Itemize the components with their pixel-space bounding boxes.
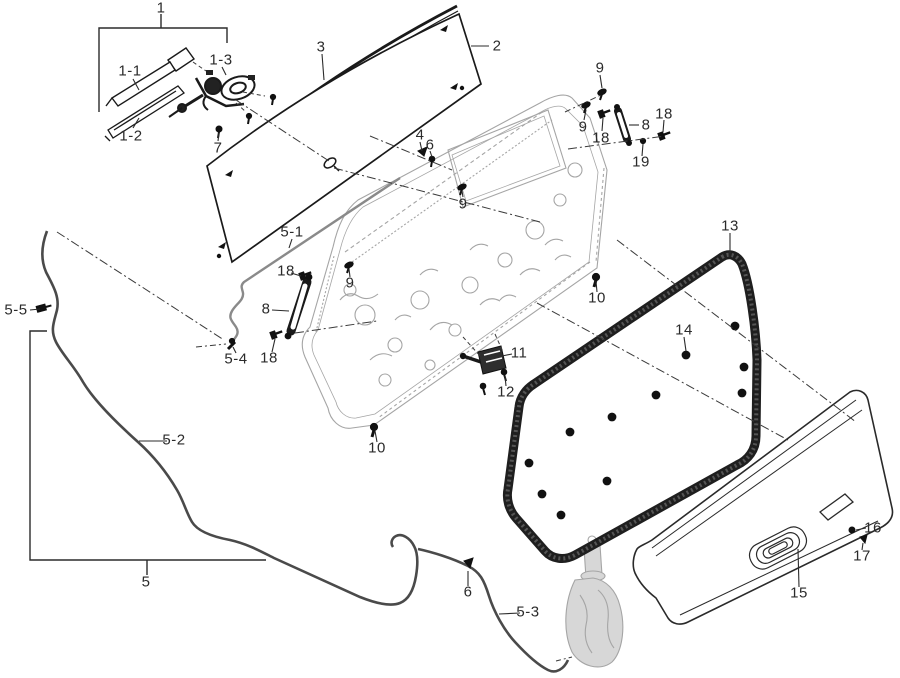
washer-hose-5 [41, 230, 570, 673]
bolt-10-icon [369, 422, 379, 438]
leader-lines [29, 45, 867, 615]
wiper-arm-1-1 [105, 47, 195, 107]
tailgate-inner-panel-ghost [301, 94, 608, 429]
back-glass-2 [206, 12, 482, 264]
motor-screw-icon [269, 93, 277, 106]
ghost-washer-part [565, 535, 624, 668]
trim-panel-15 [632, 389, 894, 625]
clip-17-icon [859, 534, 868, 545]
bolt-18-icon [298, 271, 312, 281]
clip-6-icon [463, 557, 474, 570]
alignment-lines [56, 61, 857, 662]
glass-corner-clips [216, 25, 465, 259]
bracket-part-1 [98, 14, 228, 112]
bracket-part-5 [29, 330, 266, 575]
clip-4-icon [417, 146, 428, 157]
fasteners [35, 88, 868, 570]
clip-9-icon [597, 88, 607, 101]
bolt-18-icon [597, 109, 611, 119]
gas-strut-left-8 [284, 273, 313, 340]
screw-12-icon [500, 368, 508, 382]
connector-5-5-icon [35, 303, 52, 313]
motor-screw-icon [245, 112, 253, 125]
clip-9-icon [344, 261, 354, 274]
bolt-18-icon [269, 330, 283, 340]
latch-11 [459, 345, 507, 375]
stud-19-icon [639, 137, 647, 145]
weatherstrip-clip-dots [524, 321, 749, 520]
bolt-18-icon [657, 131, 671, 141]
grommet-16-icon [848, 526, 856, 534]
nozzle-5-4-icon [226, 337, 237, 351]
screw-12-icon [479, 382, 487, 396]
wiper-blade-1-2 [104, 85, 185, 142]
wiper-motor-1-3 [168, 70, 256, 118]
clip-9-icon [457, 183, 467, 196]
weatherstrip-13 [502, 250, 762, 563]
washer-hose-5-1 [229, 177, 401, 344]
gas-strut-right-8 [614, 104, 632, 146]
clip-6-icon [428, 155, 436, 168]
clip-9-icon [581, 101, 591, 114]
